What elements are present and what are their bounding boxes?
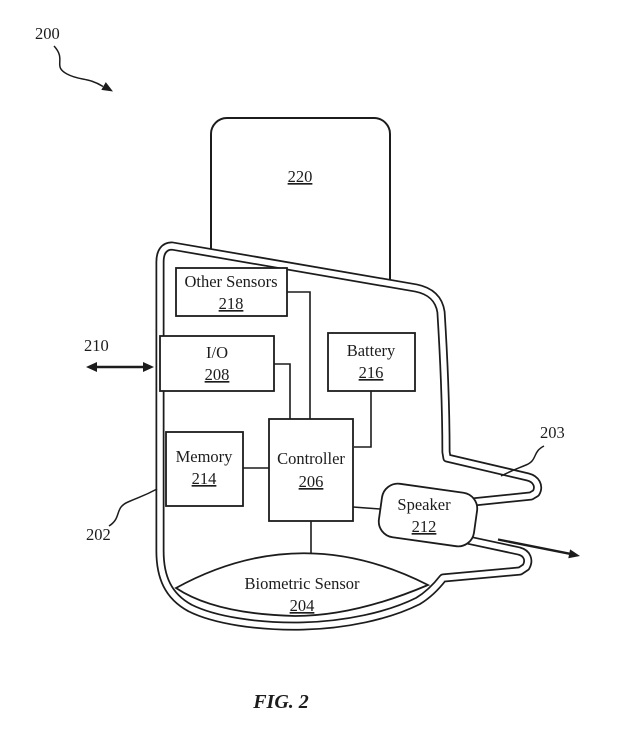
memory-label: Memory [176, 447, 234, 466]
connector-battery-controller [354, 391, 372, 448]
controller-block [268, 418, 354, 522]
io-arrowhead-left [86, 362, 97, 372]
leader-squiggle-203 [500, 445, 545, 477]
speaker-label: Speaker [397, 495, 451, 514]
ref-210-label: 210 [84, 336, 109, 355]
other-sensors-ref: 218 [219, 294, 244, 313]
speaker-ref: 212 [412, 517, 437, 536]
io-label: I/O [206, 343, 228, 362]
controller-ref: 206 [299, 472, 324, 491]
audio-output-arrowhead [568, 549, 580, 559]
ref-203-label: 203 [540, 423, 565, 442]
arrowhead-200 [101, 82, 113, 92]
housing-wall-gap [157, 243, 541, 629]
biometric-sensor-label: Biometric Sensor [244, 574, 360, 593]
memory-block [165, 431, 244, 507]
biometric-sensor-dome [174, 552, 431, 617]
ref-202-label: 202 [86, 525, 111, 544]
connector-othersensors-controller [287, 291, 311, 420]
ref-200-label: 200 [35, 24, 60, 43]
leader-squiggle-200 [53, 45, 104, 88]
leader-squiggle-202 [108, 488, 158, 527]
audio-output-arrow-line [497, 538, 571, 555]
figure-caption: FIG. 2 [252, 691, 309, 713]
battery-ref: 216 [359, 363, 384, 382]
other-sensors-block [175, 267, 288, 317]
speaker-block [377, 482, 479, 548]
battery-label: Battery [347, 341, 396, 360]
biometric-sensor-ref: 204 [290, 596, 315, 615]
controller-label: Controller [277, 449, 345, 468]
other-sensors-label: Other Sensors [184, 272, 277, 291]
io-arrowhead-right [143, 362, 154, 372]
battery-block [327, 332, 416, 392]
io-ref: 208 [205, 365, 230, 384]
stem-ref: 220 [288, 167, 313, 186]
io-block [159, 335, 275, 392]
memory-ref: 214 [192, 469, 217, 488]
connector-controller-speaker [352, 506, 381, 510]
connector-io-controller [274, 363, 291, 420]
